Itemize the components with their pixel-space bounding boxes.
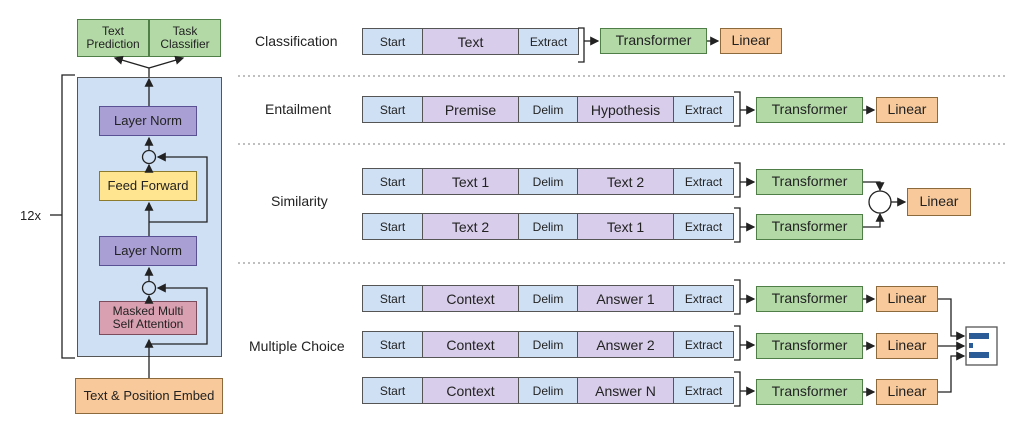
- repeat-bracket: [61, 74, 75, 359]
- arrow-sim-tf1-to-add: [863, 181, 885, 192]
- mc-sequence-1: Start Context Delim Answer 1 Extract: [362, 285, 734, 312]
- mc-sequence-2: Start Context Delim Answer 2 Extract: [362, 331, 734, 358]
- bracket-mc-1: [734, 279, 741, 315]
- arrow-sim-tf2-to-add: [863, 212, 885, 228]
- token-text-2: Text 2: [578, 169, 674, 194]
- bracket-mc-n: [734, 371, 741, 407]
- softmax-bar-3: [969, 352, 989, 358]
- token-start: Start: [363, 214, 423, 239]
- residual-bottom: [149, 283, 208, 345]
- entailment-transformer: Transformer: [756, 97, 863, 123]
- repeat-label: 12x: [20, 208, 41, 223]
- classification-transformer: Transformer: [600, 28, 707, 54]
- token-text-1: Text 1: [423, 169, 519, 194]
- token-extract: Extract: [674, 214, 733, 239]
- bracket-mc-2: [734, 325, 741, 361]
- task-label-classification: Classification: [255, 33, 338, 49]
- token-start: Start: [363, 97, 423, 122]
- token-text: Text: [423, 29, 519, 54]
- add-circle-bottom: [141, 280, 157, 296]
- text-prediction-output: Text Prediction: [77, 19, 149, 57]
- layer-norm-bottom: Layer Norm: [99, 236, 197, 266]
- token-context: Context: [423, 286, 519, 311]
- softmax-bar-1: [969, 333, 989, 339]
- residual-top: [149, 152, 208, 223]
- token-delim: Delim: [519, 286, 578, 311]
- softmax-bar-2: [969, 343, 973, 348]
- token-delim: Delim: [519, 214, 578, 239]
- mc-transformer-1: Transformer: [756, 286, 863, 312]
- similarity-sequence-1: Start Text 1 Delim Text 2 Extract: [362, 168, 734, 195]
- classification-sequence: Start Text Extract: [362, 28, 579, 55]
- token-text-2: Text 2: [423, 214, 519, 239]
- token-extract: Extract: [674, 286, 733, 311]
- mc-linear-2: Linear: [876, 333, 938, 359]
- similarity-transformer-1: Transformer: [756, 169, 863, 195]
- arrow-text-prediction: [113, 55, 150, 69]
- token-answer-1: Answer 1: [578, 286, 674, 311]
- similarity-sequence-2: Start Text 2 Delim Text 1 Extract: [362, 213, 734, 240]
- token-extract: Extract: [674, 332, 733, 357]
- bracket-classification: [578, 27, 585, 63]
- mc-linear-1: Linear: [876, 286, 938, 312]
- token-extract: Extract: [674, 169, 733, 194]
- layer-norm-top: Layer Norm: [99, 106, 197, 136]
- task-label-multiple-choice: Multiple Choice: [249, 338, 345, 354]
- task-classifier-output: Task Classifier: [149, 19, 221, 57]
- token-extract: Extract: [674, 97, 733, 122]
- mc-linear-n: Linear: [876, 379, 938, 405]
- token-hypothesis: Hypothesis: [578, 97, 674, 122]
- token-text-1: Text 1: [578, 214, 674, 239]
- token-extract: Extract: [519, 29, 578, 54]
- bracket-entailment: [734, 91, 741, 127]
- token-start: Start: [363, 29, 423, 54]
- arrow-mc-lin1-to-softmax: [938, 298, 966, 341]
- arrow-task-classifier: [148, 55, 185, 69]
- task-label-similarity: Similarity: [271, 193, 328, 209]
- bracket-similarity-2: [734, 207, 741, 243]
- classification-linear: Linear: [720, 28, 782, 54]
- token-start: Start: [363, 332, 423, 357]
- similarity-transformer-2: Transformer: [756, 214, 863, 240]
- token-start: Start: [363, 378, 423, 403]
- text-position-embed: Text & Position Embed: [75, 378, 223, 414]
- similarity-linear: Linear: [907, 188, 971, 216]
- similarity-add-circle: [868, 190, 892, 214]
- token-answer-n: Answer N: [578, 378, 674, 403]
- token-delim: Delim: [519, 97, 578, 122]
- mc-transformer-2: Transformer: [756, 333, 863, 359]
- token-delim: Delim: [519, 378, 578, 403]
- token-context: Context: [423, 332, 519, 357]
- token-context: Context: [423, 378, 519, 403]
- entailment-sequence: Start Premise Delim Hypothesis Extract: [362, 96, 734, 123]
- token-delim: Delim: [519, 169, 578, 194]
- mc-transformer-n: Transformer: [756, 379, 863, 405]
- token-extract: Extract: [674, 378, 733, 403]
- token-start: Start: [363, 169, 423, 194]
- arrow-mc-linn-to-softmax: [938, 351, 966, 393]
- entailment-linear: Linear: [876, 97, 938, 123]
- token-delim: Delim: [519, 332, 578, 357]
- bracket-similarity-1: [734, 162, 741, 198]
- token-start: Start: [363, 286, 423, 311]
- mc-sequence-n: Start Context Delim Answer N Extract: [362, 377, 734, 404]
- add-circle-top: [141, 149, 157, 165]
- token-answer-2: Answer 2: [578, 332, 674, 357]
- token-premise: Premise: [423, 97, 519, 122]
- task-label-entailment: Entailment: [265, 101, 332, 117]
